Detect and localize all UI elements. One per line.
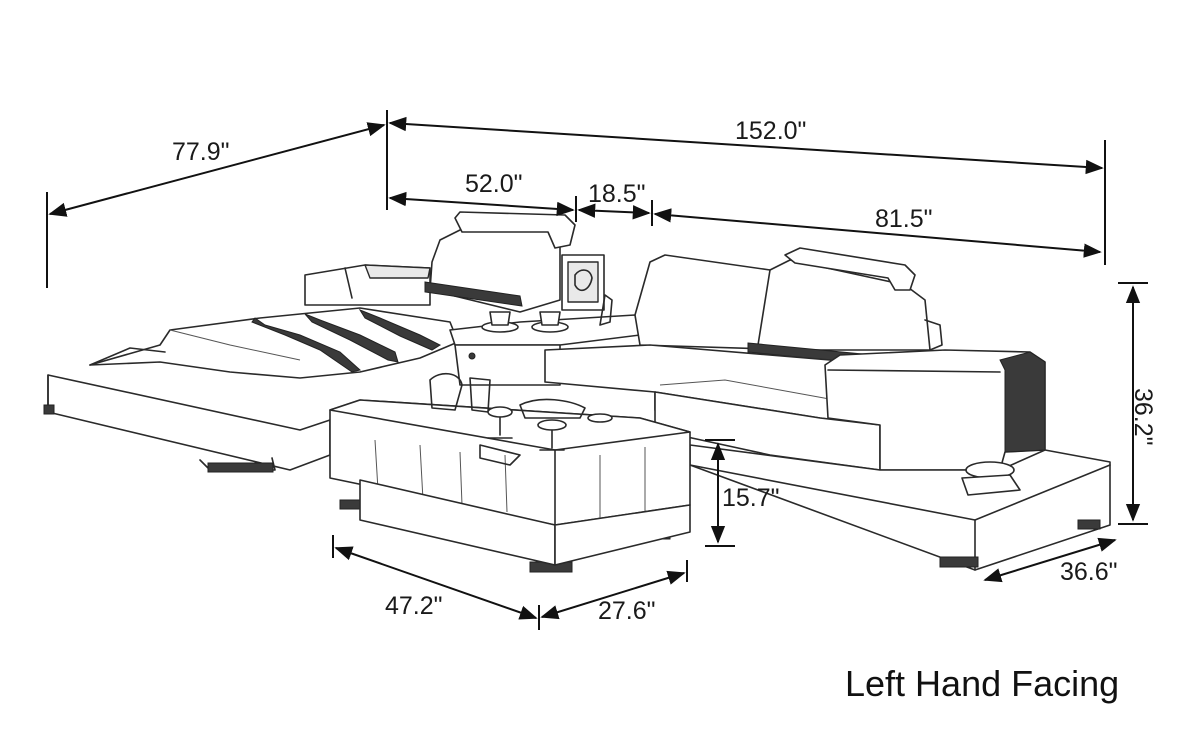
dimension-lines [46, 110, 1148, 630]
label-table-depth: 27.6" [598, 597, 656, 625]
label-total-width: 152.0" [735, 117, 806, 145]
dim-line-sofa [653, 208, 1102, 258]
coffee-table [329, 372, 691, 573]
label-height: 36.2" [1129, 388, 1157, 446]
photo-frame-icon [561, 254, 605, 311]
dim-line-table-depth [540, 570, 686, 620]
dim-line-depth-left [48, 122, 386, 217]
center-console [449, 294, 641, 386]
label-sofa-width: 81.5" [875, 205, 933, 233]
label-table-length: 47.2" [385, 592, 443, 620]
label-console-width: 18.5" [588, 180, 646, 208]
orientation-caption: Left Hand Facing [845, 663, 1119, 704]
chaise-arm [304, 264, 431, 306]
dim-line-table-length [334, 546, 538, 620]
chaise-cushion [89, 307, 459, 379]
label-table-height: 15.7" [722, 484, 780, 512]
sofa-arm [824, 349, 1046, 471]
dimension-labels: 77.9" 152.0" 52.0" 18.5" 81.5" 36.2" 15.… [172, 117, 1157, 625]
dim-line-chaise [388, 191, 575, 217]
label-chaise-width: 52.0" [465, 170, 523, 198]
chaise-headrest [424, 211, 576, 313]
label-seat-depth: 36.6" [1060, 558, 1118, 586]
dim-line-total-width [388, 116, 1104, 175]
sofa-back [634, 247, 943, 369]
dim-line-console [577, 203, 651, 220]
sofa-illustration [43, 211, 1111, 573]
dim-line-seat-depth [983, 537, 1117, 583]
chaise-base [43, 374, 331, 473]
label-depth-left: 77.9" [172, 138, 230, 166]
